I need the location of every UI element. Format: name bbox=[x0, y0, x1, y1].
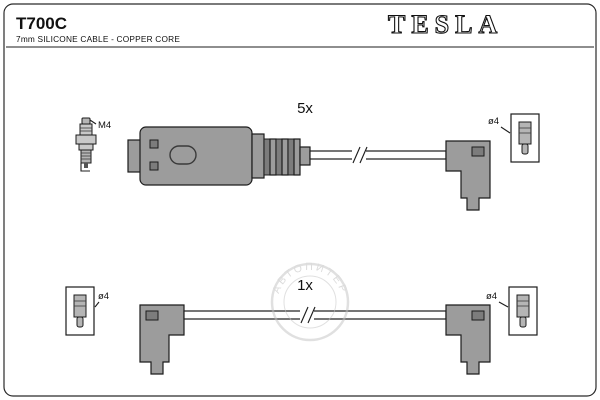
top-terminal-diameter-label: ø4 bbox=[488, 116, 499, 127]
m4-leader-line bbox=[89, 119, 97, 125]
plug-insulator bbox=[79, 123, 93, 136]
strain-relief-rib bbox=[293, 138, 301, 176]
bottom-cable bbox=[183, 310, 447, 320]
plug-thread-label: M4 bbox=[98, 120, 111, 131]
right-angle-boot-top bbox=[445, 140, 491, 211]
watermark-inner-circle bbox=[283, 275, 337, 329]
boot-body bbox=[445, 304, 491, 375]
connector-detail-square bbox=[149, 139, 159, 149]
cable-break-slash bbox=[307, 306, 316, 324]
terminal-tip bbox=[521, 143, 529, 155]
bottom-left-terminal-diameter-label: ø4 bbox=[98, 291, 109, 302]
cable-break-slash bbox=[300, 306, 309, 324]
cable-break-slash bbox=[359, 146, 368, 164]
watermark-outer-circle bbox=[270, 262, 350, 342]
boot-body bbox=[445, 140, 491, 211]
plug-shoulder bbox=[78, 143, 94, 151]
connector-step bbox=[251, 133, 265, 179]
boot-body bbox=[139, 304, 185, 375]
boot-detail-square bbox=[471, 146, 485, 157]
boot-detail-square bbox=[471, 310, 485, 321]
connector-detail-square bbox=[149, 161, 159, 171]
terminal-box-bottom-left bbox=[65, 286, 95, 336]
diameter-leader-line bbox=[500, 126, 511, 134]
terminal-box-top-right bbox=[510, 113, 540, 163]
page-border bbox=[3, 3, 597, 397]
terminal-tip bbox=[519, 316, 527, 328]
strain-relief-rib bbox=[263, 138, 271, 176]
diameter-leader-line bbox=[94, 301, 100, 308]
strain-relief-rib bbox=[287, 138, 295, 176]
top-quantity-label: 5x bbox=[297, 100, 313, 117]
strain-relief-rib bbox=[269, 138, 277, 176]
watermark-stamp: АВТОПИТЕР bbox=[270, 261, 350, 342]
part-number: T700C bbox=[16, 14, 67, 33]
plug-thread bbox=[80, 149, 92, 164]
subtitle: 7mm SILICONE CABLE - COPPER CORE bbox=[16, 34, 180, 44]
strain-relief-rib bbox=[281, 138, 289, 176]
connector-slot bbox=[169, 145, 197, 165]
plug-center-electrode bbox=[84, 163, 88, 168]
spark-plug-icon bbox=[75, 117, 97, 172]
plug-hex-nut bbox=[75, 134, 97, 145]
bottom-right-terminal-diameter-label: ø4 bbox=[486, 291, 497, 302]
top-cable bbox=[309, 150, 447, 160]
distributor-connector bbox=[127, 126, 311, 186]
boot-detail-square bbox=[145, 310, 159, 321]
right-angle-boot-bottom-right bbox=[445, 304, 491, 375]
plug-terminal-nub bbox=[81, 117, 91, 125]
terminal-box-bottom-right bbox=[508, 286, 538, 336]
terminal-tip bbox=[76, 316, 84, 328]
cable-break-slash bbox=[352, 146, 361, 164]
plug-ground-electrode bbox=[80, 163, 90, 172]
brand-logo: TESLA bbox=[388, 10, 503, 39]
strain-relief-rib bbox=[275, 138, 283, 176]
bottom-quantity-label: 1x bbox=[297, 277, 313, 294]
diameter-leader-line bbox=[498, 301, 509, 308]
cable-ferrule bbox=[299, 146, 311, 166]
right-angle-boot-bottom-left bbox=[139, 304, 185, 375]
